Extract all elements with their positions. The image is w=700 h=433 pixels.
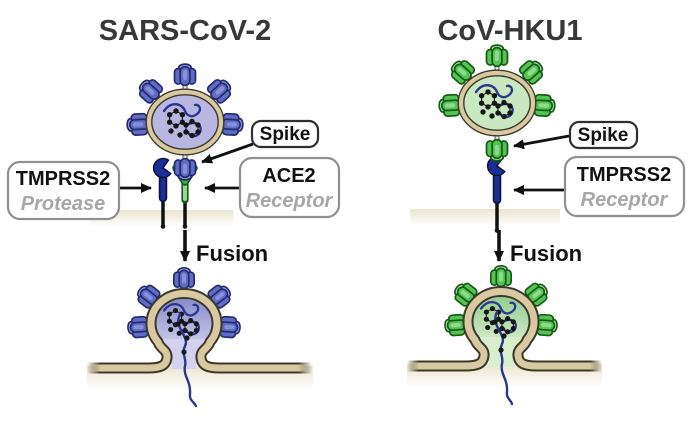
fused-virion <box>87 268 313 408</box>
receptor-role-label: Receptor <box>246 190 334 212</box>
spike-callout: Spike <box>513 120 639 150</box>
tmprss2-label: TMPRSS2 <box>577 164 671 186</box>
ace2-receptor-callout: ACE2 Receptor <box>204 156 341 219</box>
cov-hku1-panel: CoV-HKU1 Fusion <box>407 15 686 406</box>
cell-membrane <box>407 201 563 226</box>
tmprss2-protease-callout: TMPRSS2 Protease <box>6 160 152 221</box>
fused-virion <box>407 266 602 406</box>
tmprss2-receptor-callout: TMPRSS2 Receptor <box>513 155 686 218</box>
ace2-label: ACE2 <box>262 165 315 187</box>
spike-label: Spike <box>578 125 629 146</box>
spike-label: Spike <box>260 124 311 145</box>
fusion-label: Fusion <box>196 241 268 266</box>
tmprss2-label: TMPRSS2 <box>16 168 110 190</box>
receptor-role-label: Receptor <box>581 189 669 211</box>
fusion-label: Fusion <box>510 241 582 266</box>
tmprss2-protease-icon <box>152 157 172 229</box>
virus-particle <box>439 45 556 161</box>
panel-title-sars-cov-2: SARS-CoV-2 <box>99 15 271 47</box>
spike-callout: Spike <box>201 119 320 164</box>
pacman-icon <box>152 157 172 179</box>
virus-particle <box>127 64 244 180</box>
protease-role-label: Protease <box>21 193 106 215</box>
panel-title-cov-hku1: CoV-HKU1 <box>437 15 582 47</box>
sars-cov-2-panel: SARS-CoV-2 Fusio <box>6 15 341 408</box>
